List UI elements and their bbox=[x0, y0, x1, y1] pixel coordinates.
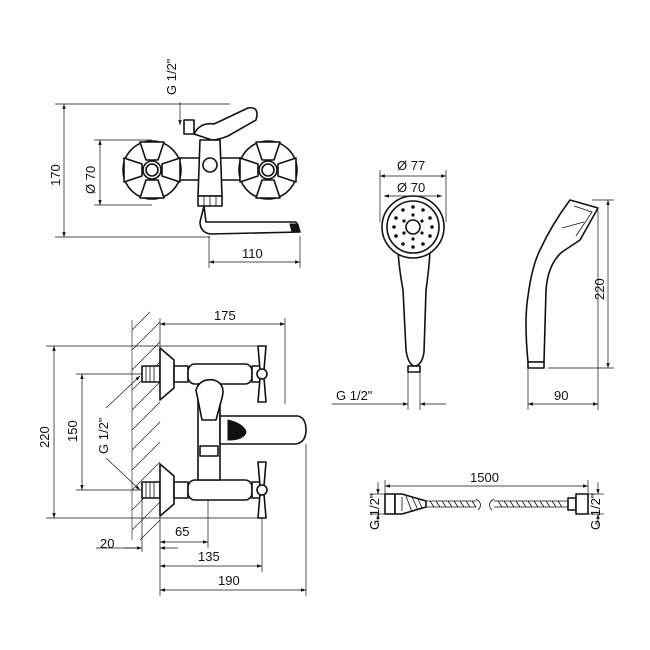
shower-spray-holes bbox=[392, 205, 434, 249]
wall-hatch bbox=[131, 311, 161, 541]
top-d190-label: 190 bbox=[218, 573, 240, 588]
hose-right-thread-label: G 1/2" bbox=[588, 493, 603, 530]
shower-side-stub bbox=[527, 361, 545, 369]
top-centers-label: 150 bbox=[65, 420, 80, 442]
front-spout-reach-label: 110 bbox=[242, 246, 263, 261]
top-diverter bbox=[195, 378, 224, 421]
hose-view: 1500 G 1/2" G 1/2" bbox=[367, 470, 604, 530]
hose-left-thread-label: G 1/2" bbox=[367, 493, 382, 530]
lower-eccentric bbox=[173, 481, 189, 499]
lower-valve-body bbox=[187, 479, 253, 501]
front-height-label: 170 bbox=[48, 164, 63, 186]
shower-head-front-view: Ø 77 Ø 70 G 1/2" bbox=[332, 158, 447, 410]
column-nut bbox=[199, 445, 219, 457]
hose-left-section bbox=[426, 500, 476, 508]
diverter-lever bbox=[193, 106, 258, 141]
hose-left-cone bbox=[394, 493, 427, 515]
shower-side-profile bbox=[525, 199, 599, 363]
top-d20-label: 20 bbox=[100, 536, 114, 551]
shower-side-height-label: 220 bbox=[592, 278, 607, 300]
hose-right-nut bbox=[575, 493, 589, 515]
top-d135-label: 135 bbox=[198, 549, 220, 564]
left-cross-handle bbox=[122, 140, 182, 200]
shower-thread-stub bbox=[407, 365, 421, 373]
upper-valve-body bbox=[187, 363, 253, 385]
shower-inner-diameter-label: Ø 70 bbox=[397, 180, 425, 195]
upper-cross-handle bbox=[251, 345, 268, 403]
hose-length-label: 1500 bbox=[470, 470, 499, 485]
top-height-label: 220 bbox=[37, 426, 52, 448]
upper-inlet-stub bbox=[141, 365, 161, 383]
lower-flange bbox=[159, 463, 175, 517]
top-view: 175 220 150 G 1/2" 65 20 135 190 bbox=[37, 308, 307, 596]
spout-mark bbox=[227, 419, 247, 441]
hose-right-collar bbox=[567, 497, 577, 511]
lower-inlet-stub bbox=[141, 481, 161, 499]
upper-eccentric bbox=[173, 365, 189, 383]
right-cross-handle bbox=[238, 140, 298, 200]
front-thread-label: G 1/2" bbox=[164, 58, 179, 95]
top-thread-label: G 1/2" bbox=[96, 417, 111, 454]
shower-thread-label: G 1/2" bbox=[336, 388, 373, 403]
upper-flange bbox=[159, 347, 175, 401]
front-view: G 1/2" 170 Ø 70 bbox=[48, 58, 301, 268]
shower-outer-diameter-label: Ø 77 bbox=[397, 158, 425, 173]
top-width-label: 175 bbox=[214, 308, 236, 323]
spout-aerator bbox=[289, 223, 301, 233]
wall-connector bbox=[183, 119, 195, 135]
front-handle-diameter-label: Ø 70 bbox=[83, 166, 98, 194]
diverter-knob bbox=[202, 157, 218, 173]
spout bbox=[199, 205, 301, 235]
shower-side-depth-label: 90 bbox=[554, 388, 568, 403]
shower-handle bbox=[397, 245, 431, 367]
shower-center-cap bbox=[405, 219, 421, 235]
hose-left-nut bbox=[384, 493, 396, 515]
lower-cross-handle bbox=[251, 461, 268, 519]
top-d65-label: 65 bbox=[175, 524, 189, 539]
shower-side-view: 220 90 bbox=[525, 199, 614, 410]
